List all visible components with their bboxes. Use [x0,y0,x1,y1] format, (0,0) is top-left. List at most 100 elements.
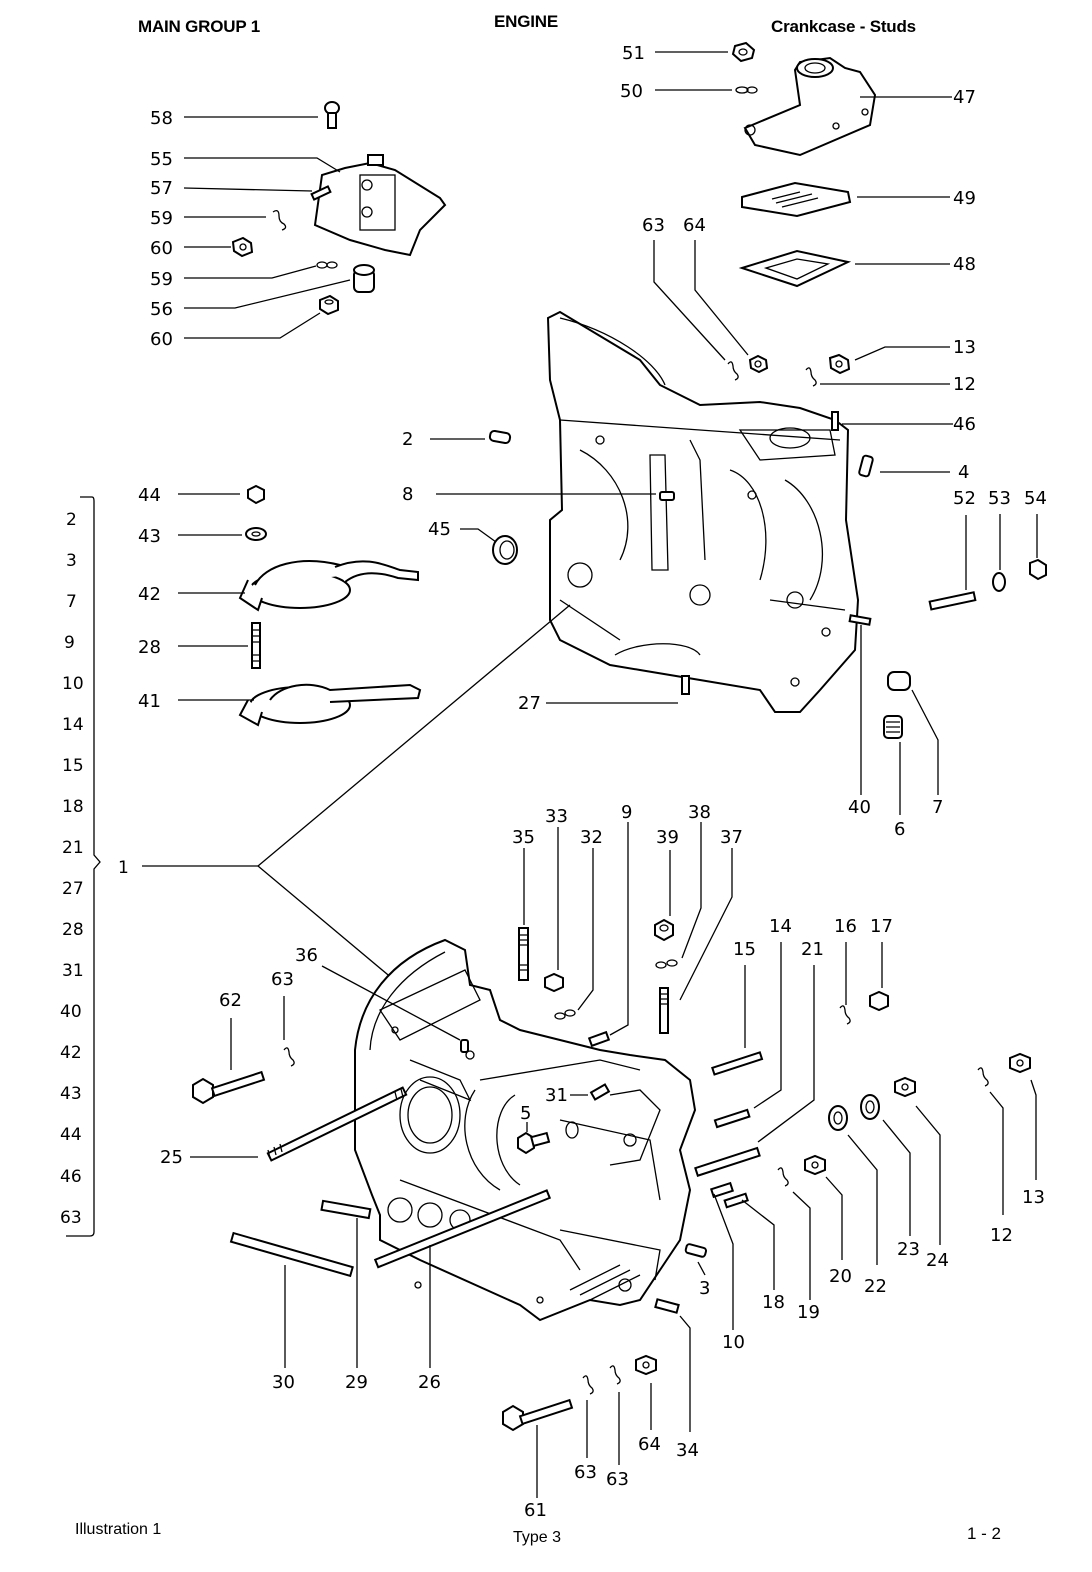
callout-38: 38 [688,802,711,823]
leader-21 [757,965,815,1143]
callout-21: 21 [801,939,824,960]
callout-56: 56 [150,299,173,320]
part-stud-21 [694,1146,761,1177]
part-stud-28 [251,622,261,669]
part-stud-52 [928,591,977,611]
part-oil-seal-45 [492,535,518,565]
bracket-item: 15 [62,756,84,776]
callout-6: 6 [894,819,905,840]
bracket-item: 28 [62,920,84,940]
leader-57 [183,187,313,192]
callout-40: 40 [848,797,871,818]
callout-63c: 63 [574,1462,597,1483]
part-nut-20 [804,1154,826,1176]
part-lock-washer-12b [977,1067,989,1087]
callout-12b: 12 [990,1225,1013,1246]
callout-8: 8 [402,484,413,505]
callout-64a: 64 [683,215,706,236]
callout-55: 55 [150,149,173,170]
subject-title: Crankcase - Studs [771,17,916,36]
callout-31: 31 [545,1085,568,1106]
part-nut-54 [1029,558,1047,581]
part-gasket-48 [738,249,852,288]
part-stud-29 [320,1199,372,1220]
callout-36: 36 [295,945,318,966]
part-lock-washer-12a [805,367,817,387]
callout-35: 35 [512,827,535,848]
leader-64a [694,240,749,356]
bracket-item: 2 [66,510,77,530]
part-stud-10 [709,1181,735,1199]
part-filter-screen-49 [741,181,852,218]
section-title: ENGINE [494,12,558,31]
callout-61: 61 [524,1500,547,1521]
callout-24: 24 [926,1250,949,1271]
leader-3 [697,1261,706,1276]
callout-41: 41 [138,691,161,712]
part-washer-43 [245,527,267,541]
part-dowel-3 [684,1243,708,1258]
part-stud-31 [589,1083,611,1101]
callout-63b: 63 [271,969,294,990]
part-stud-57 [310,185,332,201]
bracket-item: 43 [60,1084,82,1104]
callout-60b: 60 [150,329,173,350]
bracket-item: 10 [62,674,84,694]
leader-55 [184,157,341,173]
leader-9 [609,822,629,1036]
callout-14: 14 [769,916,792,937]
leader-34 [679,1315,691,1432]
callout-59b: 59 [150,269,173,290]
part-lock-washer-63a [727,361,739,381]
part-dowel-4 [858,454,874,478]
callout-57: 57 [150,178,173,199]
part-lock-washer-63d [609,1365,621,1385]
leader-32 [577,848,594,1011]
callout-37: 37 [720,827,743,848]
callout-7: 7 [932,797,943,818]
curly-bracket [66,496,101,1237]
part-stud-14 [713,1108,751,1129]
leader-60b [184,312,321,339]
callout-51: 51 [622,43,645,64]
part-lock-washer-38 [655,959,678,969]
part-washer-53 [992,572,1006,592]
callout-53: 53 [988,488,1011,509]
bracket-item: 14 [62,715,84,735]
part-bolt-61 [502,1398,574,1432]
callout-10: 10 [722,1332,745,1353]
callout-17: 17 [870,916,893,937]
part-plug-6 [883,715,903,739]
part-stud-15 [711,1051,764,1076]
callout-23: 23 [897,1239,920,1260]
leader-63a [653,240,726,361]
part-washer-22 [828,1105,848,1131]
part-bracket-55 [313,154,447,257]
part-nut-51 [731,41,756,63]
bracket-item: 63 [60,1208,82,1228]
part-stud-30 [229,1231,354,1278]
callout-18: 18 [762,1292,785,1313]
part-nut-64a [748,354,769,374]
callout-34: 34 [676,1440,699,1461]
bracket-item: 31 [62,961,84,981]
part-stud-40 [848,614,872,626]
part-lock-washer-16 [839,1005,851,1025]
callout-3: 3 [699,1278,710,1299]
assembly-bracket-list: 2 3 7 9 10 14 15 18 21 27 28 31 40 42 43… [60,496,129,1237]
bracket-item: 40 [60,1002,82,1022]
part-nut-17 [869,990,889,1012]
bracket-item: 46 [60,1167,82,1187]
assembly-callout-1: 1 [118,858,129,878]
part-stud-34 [654,1298,680,1314]
part-nut-33 [544,972,564,993]
leader-13b [1030,1079,1037,1180]
leader-23 [882,1119,911,1236]
part-stud-37 [659,987,669,1034]
callout-25: 25 [160,1147,183,1168]
leader-20 [825,1176,843,1260]
callout-63a: 63 [642,215,665,236]
leader-13a [854,346,950,361]
leader-1-upper [257,604,571,867]
